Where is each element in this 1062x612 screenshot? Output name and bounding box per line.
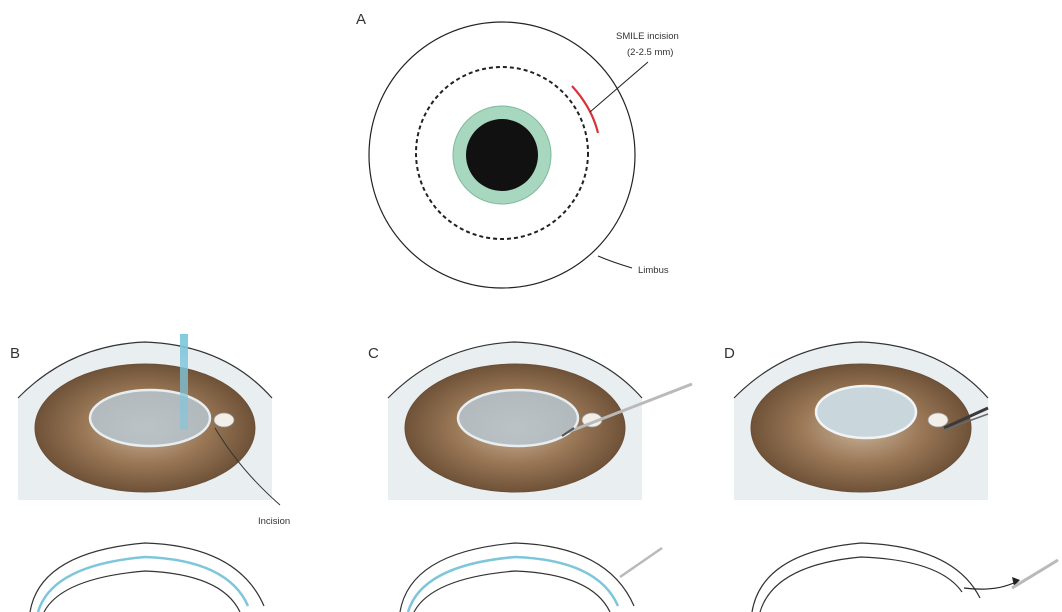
cross-section-inner-surface <box>44 571 240 612</box>
incision-leader-line <box>590 62 648 112</box>
panel-b: B Incision <box>10 334 290 612</box>
cross-section-inner-surface <box>414 571 610 612</box>
incision-site <box>214 413 234 427</box>
smile-incision-label: SMILE incision <box>616 31 679 42</box>
panel-d: D <box>724 342 1058 612</box>
panel-a-letter: A <box>356 11 366 28</box>
smile-incision-size-label: (2-2.5 mm) <box>627 47 673 58</box>
lenticule <box>458 390 578 446</box>
panel-a: A SMILE incision (2-2.5 mm) Limbus <box>356 11 679 288</box>
lenticule <box>90 390 210 446</box>
panel-d-letter: D <box>724 345 735 362</box>
femtosecond-laser-beam <box>180 334 188 430</box>
forceps-cross-section <box>1012 560 1058 588</box>
dissector-cross-section <box>620 548 662 577</box>
incision-label: Incision <box>258 516 290 527</box>
panel-b-letter: B <box>10 345 20 362</box>
panel-c: C <box>368 342 692 612</box>
limbus-leader-line <box>598 256 632 268</box>
limbus-label: Limbus <box>638 265 669 276</box>
cross-section-inner-surface <box>760 557 962 612</box>
incision-site <box>928 413 948 427</box>
panel-c-letter: C <box>368 345 379 362</box>
pupil <box>466 119 538 191</box>
cross-section-lenticule <box>38 557 248 612</box>
cross-section-outer-surface <box>752 543 980 612</box>
cross-section-lenticule <box>408 557 618 612</box>
lenticule-being-extracted <box>816 386 916 438</box>
